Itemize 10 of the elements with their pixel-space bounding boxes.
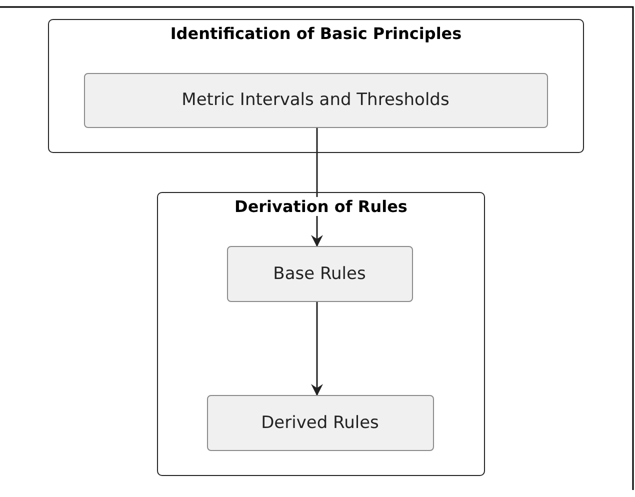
group-title: Derivation of Rules <box>232 197 410 216</box>
process-box <box>206 394 434 450</box>
group-frame <box>157 192 485 476</box>
group-frame <box>48 19 584 153</box>
arrow <box>311 302 323 396</box>
box-label: Base Rules <box>273 264 366 284</box>
process-box <box>226 246 412 302</box>
box-label: Derived Rules <box>261 412 379 432</box>
box-label: Metric Intervals and Thresholds <box>182 90 450 110</box>
process-box <box>84 72 548 128</box>
